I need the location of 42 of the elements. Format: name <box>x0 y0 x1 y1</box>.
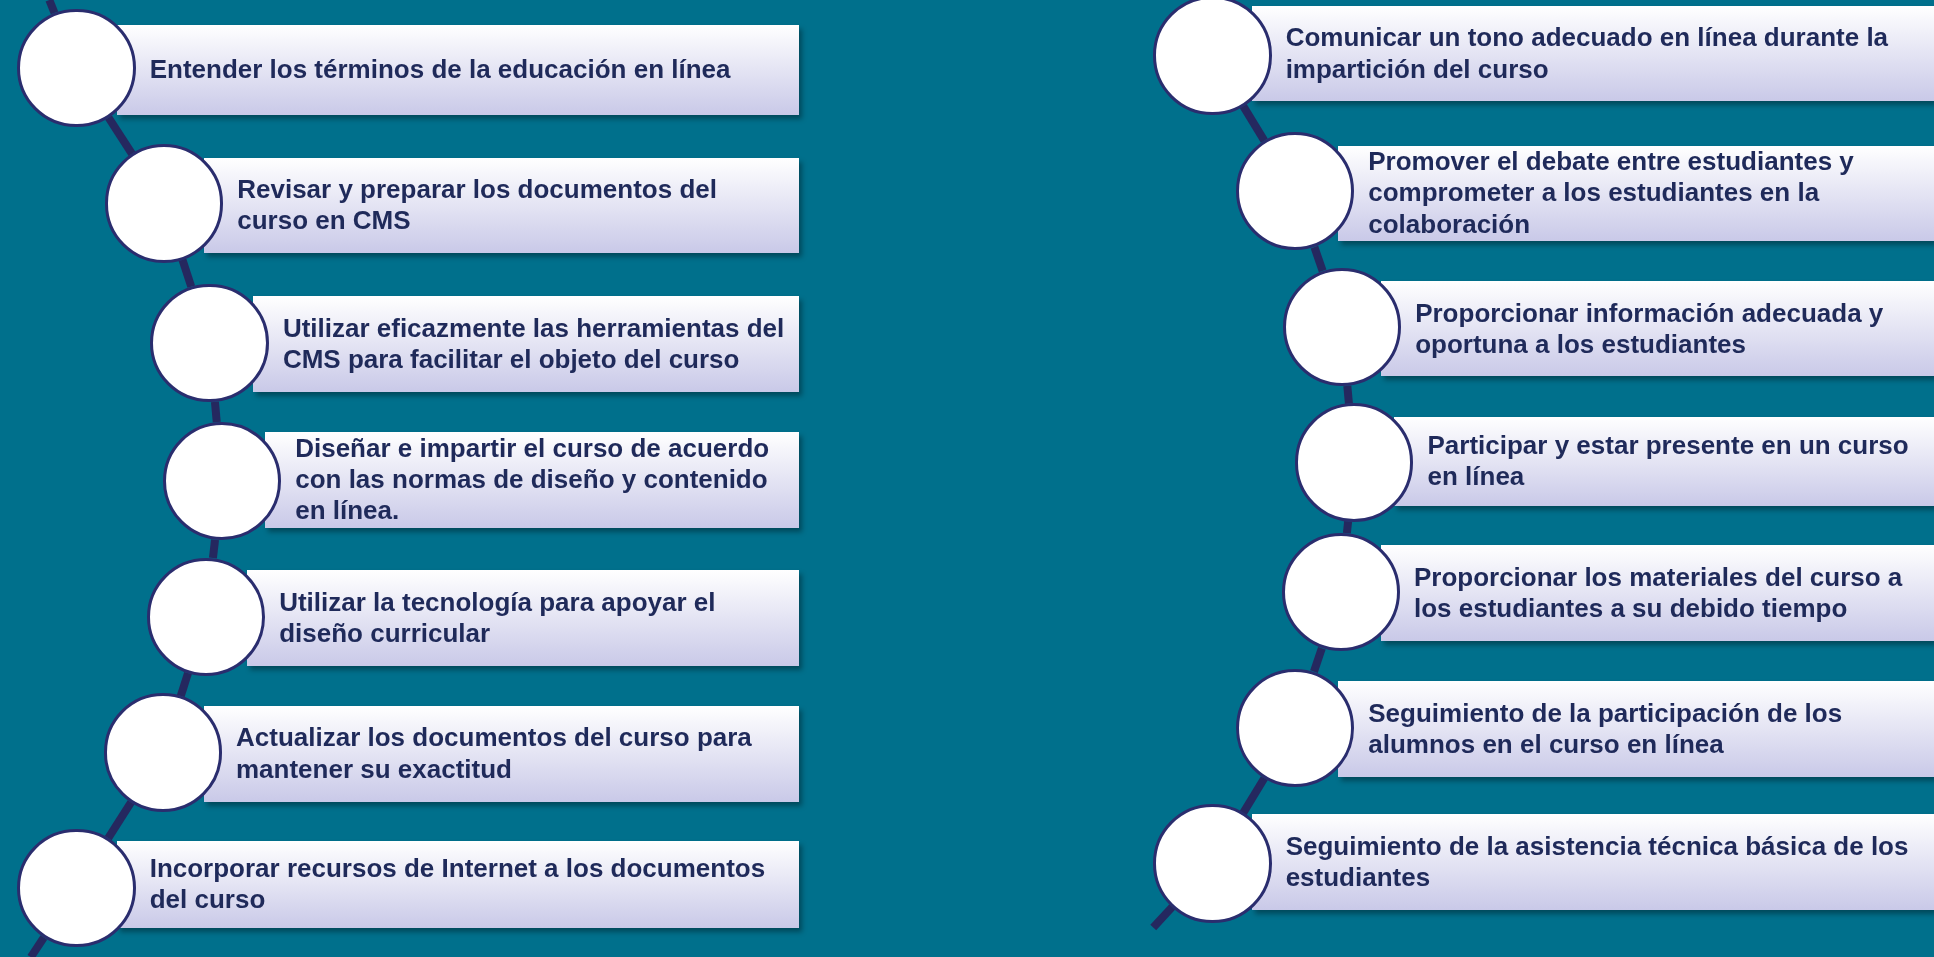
text-box <box>117 24 800 115</box>
connector-line <box>1239 104 1268 143</box>
connector-line <box>210 401 221 423</box>
text-box <box>1338 680 1934 778</box>
item-text: Proporcionar los materiales del curso a los estudiantes a su debido tiempo <box>1413 562 1904 625</box>
text-box <box>1393 416 1934 506</box>
item-text: Actualizar los documentos del curso para mantener su exactitud <box>236 722 753 785</box>
item-text: Seguimiento de la asistencia técnica básica de los estudiantes <box>1285 830 1910 894</box>
text-box <box>252 296 800 393</box>
item-text: Utilizar eficazmente las herramientas del CMS para facilitar el objeto del curso <box>282 312 786 376</box>
item-text: Incorporar recursos de Internet a los documentos del curso <box>149 853 767 916</box>
item-text: Proporcionar información adecuada y oportuna a los estudiantes <box>1415 297 1885 360</box>
text-box <box>1251 814 1934 911</box>
connector-line <box>45 0 59 15</box>
connector-line <box>176 671 192 698</box>
item-text: Utilizar la tecnología para apoyar el diseño curricular <box>279 586 717 650</box>
item-text: Comunicar un tono adecuado en línea durante la impartición del curso <box>1285 22 1890 85</box>
connector-line <box>105 115 136 156</box>
connector-line <box>1342 521 1353 534</box>
text-box <box>117 841 800 928</box>
connector-line <box>178 258 196 288</box>
text-box <box>203 705 800 802</box>
text-box <box>1251 6 1934 102</box>
item-text: Diseñar e impartir el curso de acuerdo con las normas de diseño y contenido en línea. <box>295 433 771 527</box>
text-box <box>1381 545 1934 642</box>
text-box <box>1338 145 1934 241</box>
item-text: Promover el debate entre estudiantes y comprometer a los estudiantes en la colaboración <box>1368 146 1855 240</box>
item-text: Seguimiento de la participación de los alumnos en el curso en línea <box>1368 697 1844 761</box>
connector-line <box>1310 245 1327 273</box>
connector-line <box>27 935 48 957</box>
text-box <box>246 569 800 667</box>
connector-line <box>208 539 220 559</box>
text-box <box>1381 281 1934 377</box>
connector-line <box>104 800 135 841</box>
item-text: Participar y estar presente en un curso en línea <box>1427 430 1910 493</box>
item-text: Revisar y preparar los documentos del curso en CMS <box>237 174 718 237</box>
connector-line <box>1310 646 1326 673</box>
connector-line <box>1239 776 1268 815</box>
item-text: Entender los términos de la educación en línea <box>149 54 731 86</box>
connector-line <box>1150 904 1176 931</box>
text-box <box>203 157 800 253</box>
connector-line <box>1343 385 1353 404</box>
